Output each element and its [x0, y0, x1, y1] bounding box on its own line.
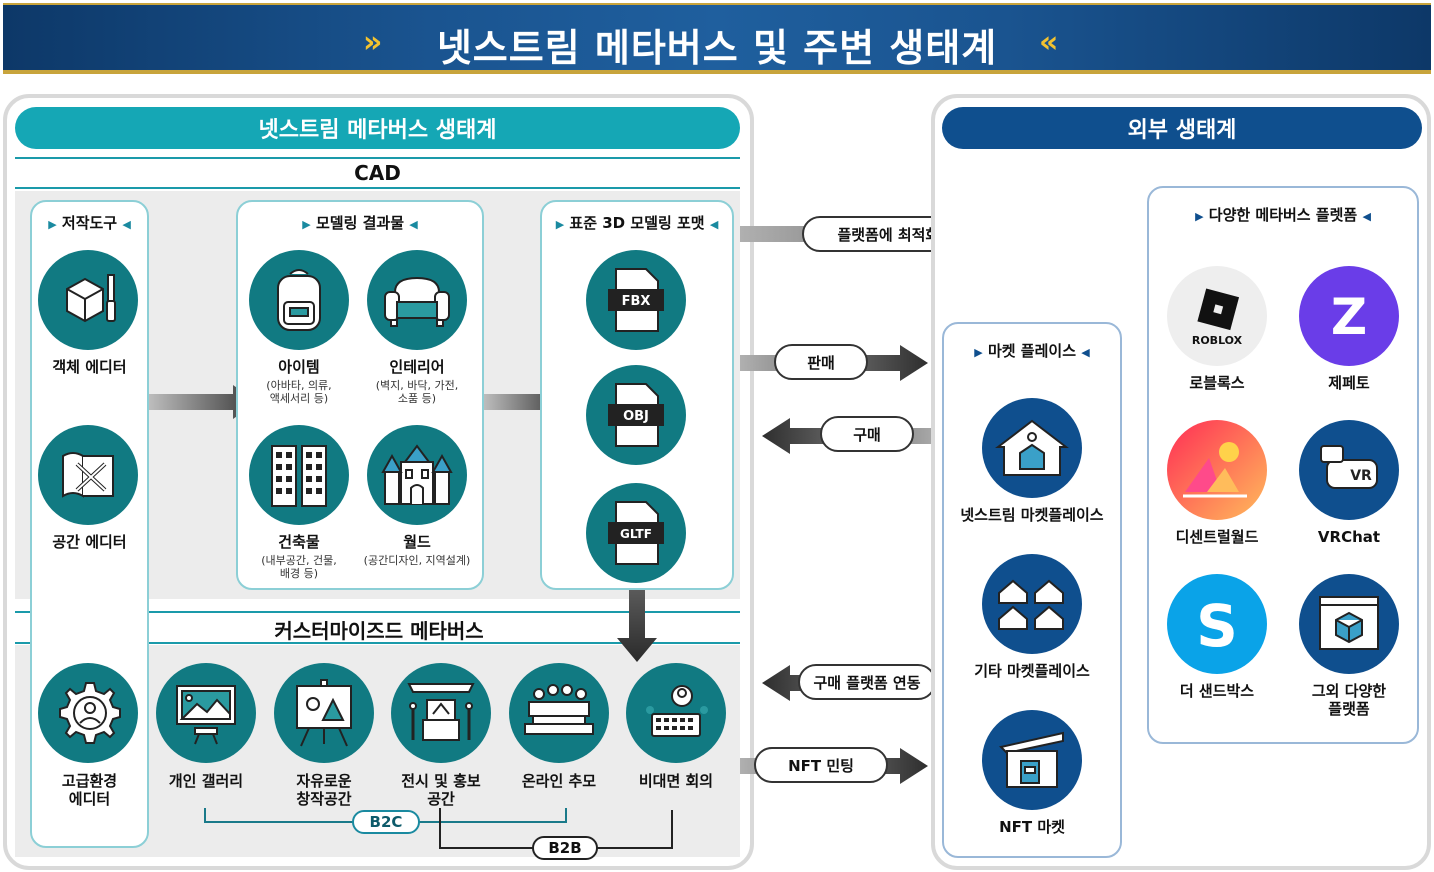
building-label: 건축물 — [278, 533, 320, 551]
interior-label: 인테리어 — [389, 358, 445, 376]
nft-shop-icon — [982, 710, 1082, 810]
sofa-icon — [367, 250, 467, 350]
fbx-file-icon: FBX — [586, 250, 686, 350]
b2b-badge: B2B — [532, 836, 598, 860]
formats-header: 표준 3D 모델링 포맷 — [569, 214, 705, 232]
cube-screwdriver-icon — [38, 250, 138, 350]
nft-mint-tag: NFT 민팅 — [754, 747, 888, 783]
blueprint-tools-icon — [38, 425, 138, 525]
sell-tag: 판매 — [774, 344, 868, 380]
custom-label: 커스터마이즈드 메타버스 — [274, 619, 484, 643]
b2c-b2b-brackets — [204, 808, 673, 849]
gltf-file-icon: GLTF — [586, 483, 686, 583]
space-editor-label: 공간 에디터 — [52, 533, 127, 551]
platform-cube-icon — [1299, 574, 1399, 674]
sandbox-logo-text: S — [1196, 592, 1238, 660]
custom-rule-bottom — [15, 642, 740, 644]
sandbox-label: 더 샌드박스 — [1179, 682, 1255, 700]
world-label: 월드 — [403, 533, 431, 551]
zepeto-logo-text: Z — [1331, 288, 1367, 346]
cad-label: CAD — [354, 161, 401, 185]
roblox-logo-icon: ROBLOX — [1167, 266, 1267, 366]
left-panel-title: 넷스트림 메타버스 생태계 — [15, 107, 740, 149]
cad-rule-top — [15, 157, 740, 159]
fbx-text: FBX — [622, 294, 651, 309]
marketplace-header: 마켓 플레이스 — [987, 342, 1077, 360]
arrow-authoring-to-modeling — [149, 385, 257, 419]
other-platforms-label: 그외 다양한 플랫폼 — [1311, 682, 1387, 718]
memorial-label: 온라인 추모 — [521, 772, 597, 790]
exhibition-icon — [391, 663, 491, 763]
other-market-label: 기타 마켓플레이스 — [974, 662, 1090, 680]
authoring-header: 저작도구 — [61, 214, 118, 232]
right-chevron-icon: « — [1039, 25, 1059, 60]
modeling-header: 모델링 결과물 — [315, 214, 405, 232]
zepeto-logo-icon: Z — [1299, 266, 1399, 366]
obj-file-icon: OBJ — [586, 365, 686, 465]
left-chevron-icon: » — [363, 25, 383, 60]
building-icon — [249, 425, 349, 525]
custom-rule-top — [15, 611, 740, 613]
houses-icon — [982, 554, 1082, 654]
b2c-badge: B2C — [352, 810, 420, 834]
castle-icon — [367, 425, 467, 525]
roblox-label: 로블록스 — [1189, 374, 1245, 392]
obj-text: OBJ — [623, 409, 649, 424]
item-label: 아이템 — [278, 358, 320, 376]
object-editor-label: 객체 에디터 — [52, 358, 127, 376]
backpack-icon — [249, 250, 349, 350]
gallery-icon — [156, 663, 256, 763]
meeting-icon — [626, 663, 726, 763]
gear-person-icon — [38, 663, 138, 763]
building-sub: (내부공간, 건물, 배경 등) — [261, 554, 337, 580]
memorial-icon — [509, 663, 609, 763]
page-title: 넷스트림 메타버스 및 주변 생태계 — [436, 26, 998, 70]
vrchat-logo-text: VR — [1350, 468, 1372, 484]
buy-link-tag: 구매 플랫폼 연동 — [798, 664, 936, 700]
vrchat-logo-icon: VR — [1299, 420, 1399, 520]
vrchat-label: VRChat — [1317, 528, 1381, 546]
exhibition-label: 전시 및 홍보 공간 — [401, 772, 481, 808]
decentraland-logo-icon — [1167, 420, 1267, 520]
roblox-logo-text: ROBLOX — [1192, 334, 1243, 347]
zepeto-label: 제페토 — [1328, 374, 1370, 392]
interior-sub: (벽지, 바닥, 가전, 소품 등) — [375, 379, 459, 405]
decentraland-label: 디센트럴월드 — [1175, 528, 1259, 546]
netstream-market-label: 넷스트림 마켓플레이스 — [960, 506, 1104, 524]
gallery-label: 개인 갤러리 — [168, 772, 244, 790]
buy-tag: 구매 — [820, 416, 914, 452]
creative-space-label: 자유로운 창작공간 — [296, 772, 352, 808]
right-panel-title: 외부 생태계 — [942, 107, 1422, 149]
easel-icon — [274, 663, 374, 763]
cad-rule-bottom — [15, 187, 740, 189]
meeting-label: 비대면 회의 — [638, 772, 714, 790]
item-sub: (아바타, 의류, 액세서리 등) — [266, 379, 332, 405]
title-banner: » 넷스트림 메타버스 및 주변 생태계 « — [3, 3, 1431, 74]
nft-market-label: NFT 마켓 — [999, 818, 1065, 836]
world-sub: (공간디자인, 지역설계) — [363, 554, 471, 567]
platforms-header: 다양한 메타버스 플렛폼 — [1208, 206, 1358, 224]
advanced-editor-label: 고급환경 에디터 — [61, 772, 118, 808]
gltf-text: GLTF — [620, 527, 652, 541]
sandbox-logo-icon: S — [1167, 574, 1267, 674]
house-icon — [982, 398, 1082, 498]
arrow-formats-to-custom — [617, 590, 657, 662]
